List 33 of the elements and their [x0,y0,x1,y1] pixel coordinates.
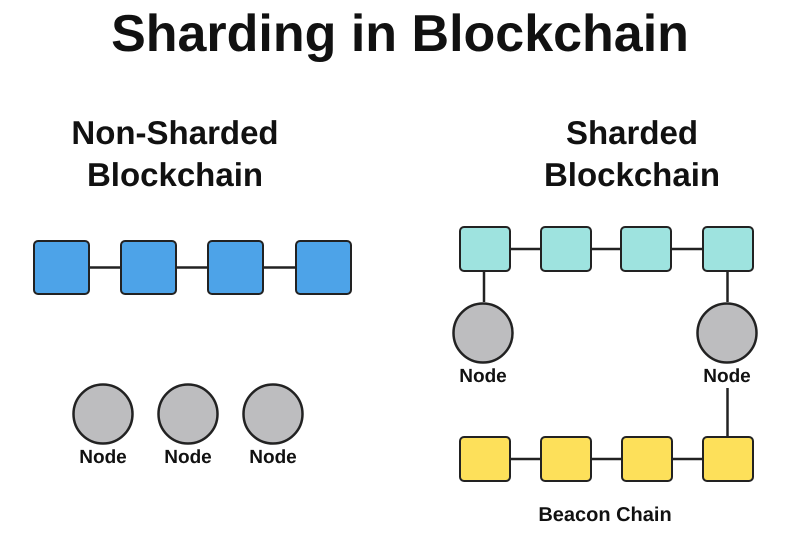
connector-line [482,272,486,302]
node-label: Node [164,447,212,469]
block-square [540,226,592,272]
connector-line [511,248,540,250]
block-square [540,436,592,482]
block-square [33,240,90,295]
block-square [459,436,511,482]
block-square [620,226,672,272]
block-square [120,240,177,295]
connector-line [592,248,620,250]
section-heading: Sharded Blockchain [542,113,722,195]
connector-line [592,458,621,460]
block-square [702,436,754,482]
node-label: Node [703,366,751,388]
node-label: Node [249,447,297,469]
connector-line [90,266,120,269]
chain-label: Beacon Chain [537,504,673,527]
connector-line [264,266,295,269]
connector-line [673,458,702,460]
section-heading: Non-Sharded Blockchain [70,113,280,195]
node-label: Node [459,366,507,388]
connector-line [672,248,702,250]
diagram-title: Sharding in Blockchain [110,4,690,64]
connector-line [511,458,540,460]
connector-line [726,388,729,436]
block-square [702,226,754,272]
block-square [459,226,511,272]
block-square [295,240,352,295]
node-label: Node [79,447,127,469]
connector-line [177,266,207,269]
connector-line [726,272,729,302]
block-square [207,240,264,295]
block-square [621,436,673,482]
